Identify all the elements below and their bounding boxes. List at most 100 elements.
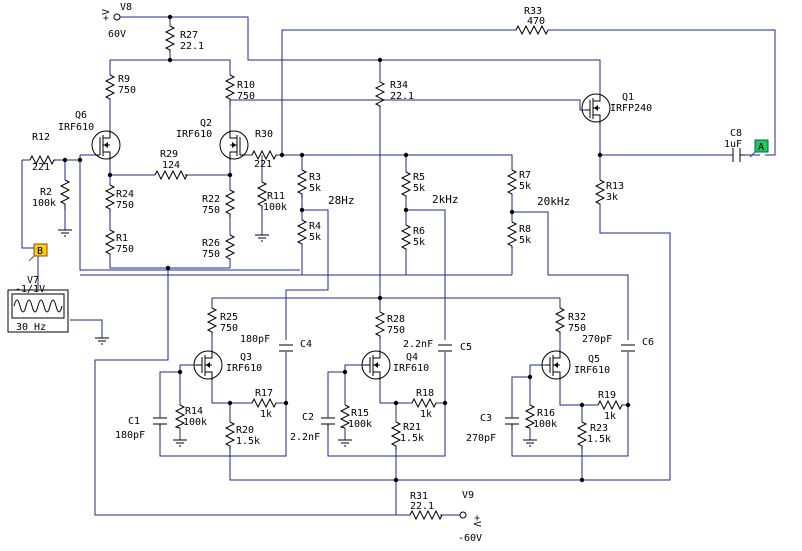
label-q1-value: IRFP240 — [610, 103, 652, 114]
label-r29-value: 124 — [162, 160, 180, 171]
transistors — [91, 93, 611, 380]
resistor-r6 — [400, 224, 412, 250]
label-freq-2khz: 2kHz — [432, 193, 459, 206]
label-r33: R33 — [524, 6, 542, 17]
resistors — [29, 24, 623, 521]
label-q2: Q2 — [200, 118, 212, 129]
label-r25-value: 750 — [220, 323, 238, 334]
label-q6-value: IRF610 — [58, 122, 94, 133]
capacitor-c6 — [621, 344, 635, 352]
label-c3-value: 270pF — [466, 433, 496, 444]
label-r21-value: 1.5k — [400, 433, 424, 444]
source-v8 — [113, 13, 121, 21]
label-c6-value: 270pF — [582, 334, 612, 345]
label-freq-20khz: 20kHz — [537, 195, 570, 208]
label-c8: C8 — [730, 128, 742, 139]
capacitor-c5 — [438, 344, 452, 352]
label-v9-polarity: +V — [471, 515, 482, 527]
mosfet-q3 — [193, 350, 223, 380]
ground-symbol — [338, 439, 352, 447]
label-r24: R24 — [116, 189, 134, 200]
label-q5-value: IRF610 — [574, 365, 610, 376]
label-r12: R12 — [32, 132, 50, 143]
capacitor-c3 — [505, 417, 519, 430]
ground-symbol — [58, 229, 72, 237]
label-r14-value: 100k — [183, 417, 207, 428]
label-v9: V9 — [462, 490, 474, 501]
label-r9: R9 — [118, 74, 130, 85]
resistor-r5 — [400, 171, 412, 198]
label-r13: R13 — [606, 181, 624, 192]
label-c2: C2 — [302, 412, 314, 423]
label-v8: V8 — [120, 2, 132, 13]
label-r31-value: 22.1 — [410, 501, 434, 512]
resistor-r21 — [390, 421, 402, 450]
label-q4-value: IRF610 — [393, 363, 429, 374]
label-r27: R27 — [180, 30, 198, 41]
label-r20: R20 — [236, 425, 254, 436]
label-r3-value: 5k — [309, 183, 321, 194]
label-r28: R28 — [387, 314, 405, 325]
label-c1: C1 — [128, 416, 140, 427]
label-r1: R1 — [116, 233, 128, 244]
label-r1-value: 750 — [116, 244, 134, 255]
label-probe-b: B — [37, 246, 43, 257]
resistor-r14 — [174, 404, 186, 429]
labels: V8 +V 60V R27 22.1 R33 470 R9 750 R10 75… — [15, 2, 764, 544]
resistor-r12 — [29, 154, 56, 166]
label-r19-value: 1k — [604, 411, 616, 422]
resistor-r32 — [554, 307, 566, 335]
label-r4-value: 5k — [309, 232, 321, 243]
resistor-r16 — [524, 404, 536, 429]
label-c6: C6 — [642, 337, 654, 348]
label-r24-value: 750 — [116, 200, 134, 211]
probe-a[interactable] — [749, 139, 769, 158]
label-r11-value: 100k — [263, 202, 287, 213]
label-r2: R2 — [40, 187, 52, 198]
label-r33-value: 470 — [527, 16, 545, 27]
label-r30-value: 221 — [254, 159, 272, 170]
resistor-r30 — [251, 149, 277, 161]
resistor-r2 — [59, 179, 71, 210]
label-v7: V7 — [27, 275, 39, 286]
label-r34: R34 — [390, 80, 408, 91]
capacitors — [153, 148, 745, 430]
label-r17: R17 — [255, 388, 273, 399]
capacitor-c2 — [321, 417, 335, 430]
grounds — [58, 229, 537, 447]
mosfet-q1 — [581, 93, 611, 125]
label-freq-28hz: 28Hz — [328, 194, 355, 207]
source-v7 — [7, 248, 69, 333]
resistor-r9 — [104, 74, 116, 100]
label-v7-value: -1/1V — [15, 284, 45, 295]
label-r23: R23 — [590, 423, 608, 434]
ground-symbol — [523, 439, 537, 447]
resistor-r10 — [224, 74, 236, 105]
label-r4: R4 — [309, 221, 321, 232]
label-c5-value: 2.2nF — [403, 339, 433, 350]
ground-symbol — [173, 439, 187, 447]
label-r7: R7 — [519, 170, 531, 181]
probe-b[interactable] — [28, 243, 48, 262]
label-v8-value: 60V — [108, 29, 126, 40]
label-q4: Q4 — [406, 352, 418, 363]
label-r6-value: 5k — [413, 237, 425, 248]
label-q3: Q3 — [240, 352, 252, 363]
label-c4: C4 — [300, 339, 312, 350]
label-r16-value: 100k — [533, 419, 557, 430]
resistor-r8 — [506, 221, 518, 248]
resistor-r3 — [296, 169, 308, 198]
label-r15-value: 100k — [348, 419, 372, 430]
mosfet-q5 — [541, 350, 571, 380]
label-q5: Q5 — [588, 354, 600, 365]
label-r30: R30 — [255, 129, 273, 140]
label-r7-value: 5k — [519, 181, 531, 192]
resistor-r1 — [104, 229, 116, 255]
label-r32: R32 — [568, 312, 586, 323]
label-c3: C3 — [480, 413, 492, 424]
label-q3-value: IRF610 — [226, 363, 262, 374]
ground-symbol — [95, 337, 109, 345]
mosfet-q6 — [91, 130, 121, 160]
